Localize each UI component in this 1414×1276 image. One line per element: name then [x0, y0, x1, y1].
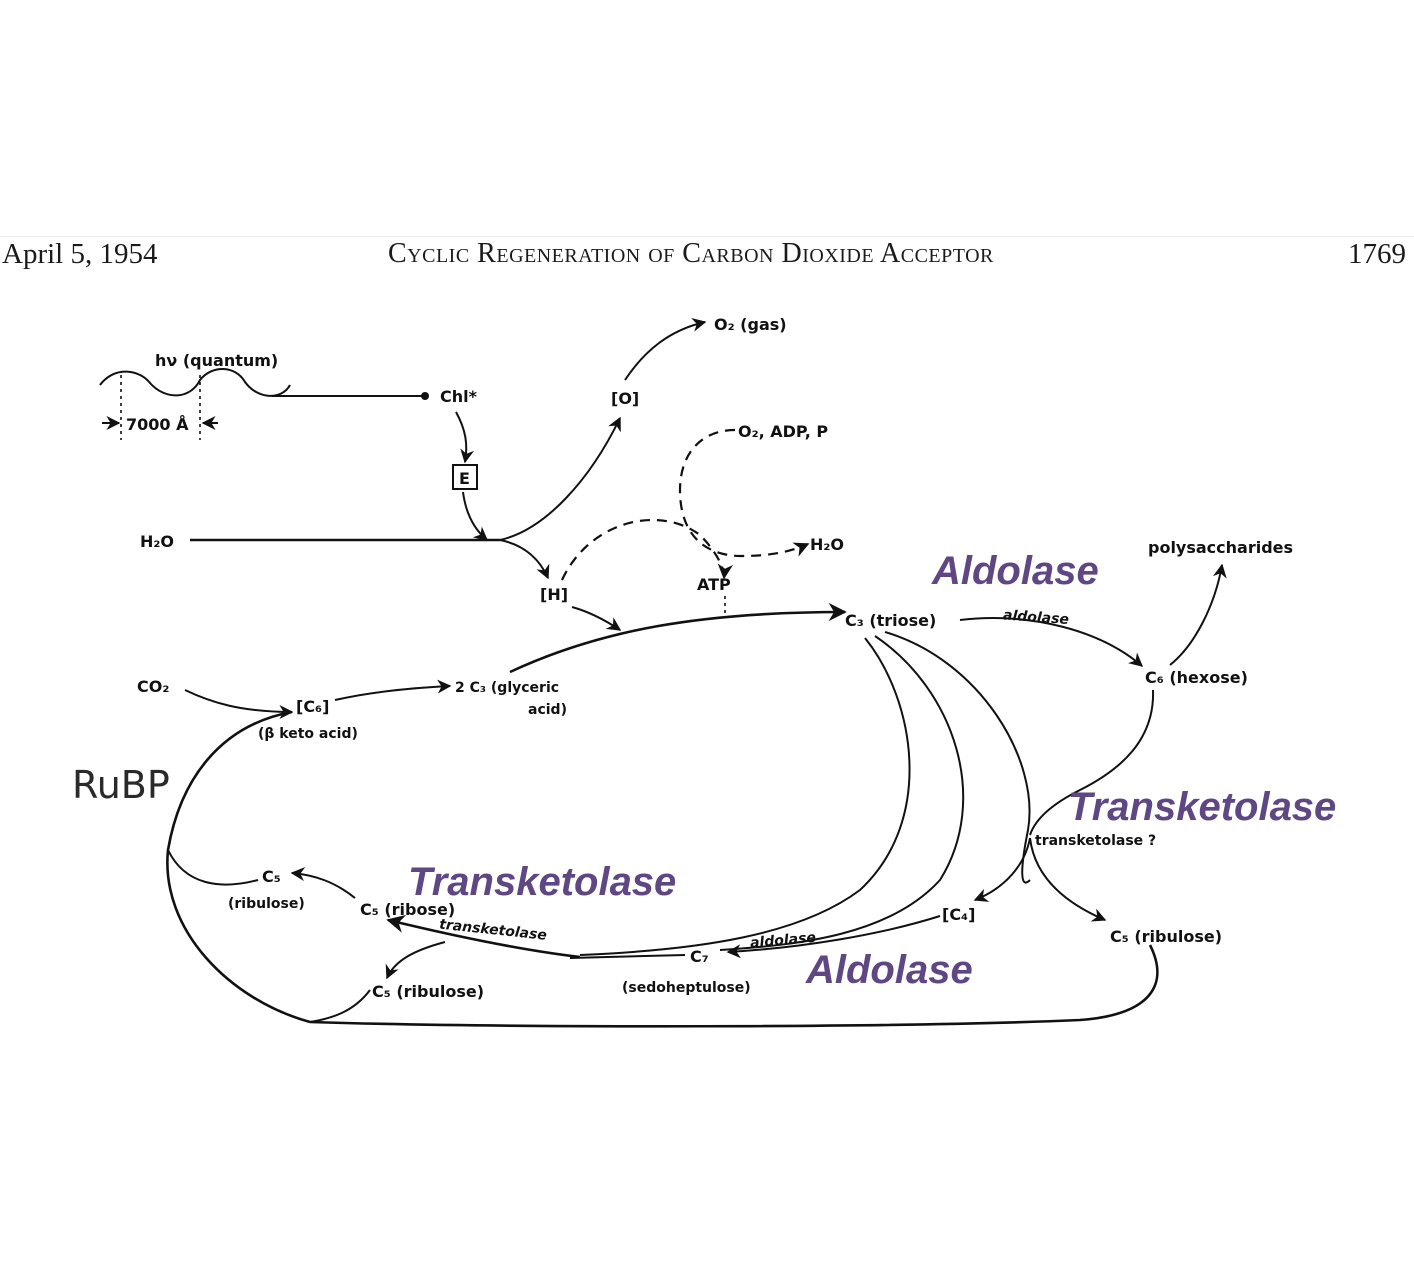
header-title: Cyclic Regeneration of Carbon Dioxide Ac…	[388, 238, 994, 269]
triose-curve-1	[579, 637, 911, 956]
c6-note-label: (β keto acid)	[258, 726, 358, 742]
c5-bottom-join-curve	[309, 989, 371, 1023]
glycerate-label-line1: 2 C₃ (glyceric	[455, 680, 559, 696]
c6-intermediate-label: [C₆]	[296, 697, 329, 716]
header-date: April 5, 1954	[2, 238, 158, 270]
hexose-label: C₆ (hexose)	[1145, 668, 1248, 687]
h-to-reduction-arrow	[571, 606, 622, 631]
c5-ribulose-left-note: (ribulose)	[228, 896, 305, 912]
enzyme-box	[452, 464, 478, 490]
h-to-atp-dashed	[561, 518, 734, 581]
c5-ribulose-right-label: C₅ (ribulose)	[1110, 927, 1222, 946]
header-page-number: 1769	[1348, 238, 1406, 270]
reduction-arc-arrow	[509, 602, 847, 674]
transketolase-bottom-label: transketolase	[438, 917, 547, 944]
glycerate-label-line2: acid)	[528, 702, 567, 718]
co2-label: CO₂	[137, 677, 169, 696]
quantum-label: hν (quantum)	[155, 351, 278, 370]
water-split-group: H₂O [O] O₂ (gas) [H] O₂, ADP, P H₂O ATP	[140, 315, 844, 631]
e-to-junction-arrow	[462, 491, 489, 541]
co2-to-c6-arrow	[184, 689, 294, 719]
enzyme-box-label: E	[459, 469, 470, 488]
c5-ribulose-left-label: C₅	[262, 867, 281, 886]
c7-to-branch-line	[569, 954, 686, 959]
oxygen-out-label: O₂ (gas)	[714, 315, 787, 334]
hexose-to-transketolase-curve	[1029, 689, 1155, 836]
atp-label: ATP	[697, 575, 731, 594]
water-in-label: H₂O	[140, 532, 174, 551]
annotation-rubp: RuBP	[72, 763, 170, 807]
transketolase-to-c4-arrow	[973, 837, 1031, 902]
c5-left-join-curve	[167, 849, 259, 886]
light-quantum-group: hν (quantum) 7000 Å Chl* E	[99, 351, 489, 541]
aldolase-top-label: aldolase	[1003, 607, 1070, 628]
water-out-label: H₂O	[810, 535, 844, 554]
o-to-o2-arrow	[624, 317, 707, 381]
chlorophyll-label: Chl*	[440, 387, 478, 406]
bottom-return-line	[309, 944, 1159, 1028]
branch-to-c5-ribulose-arrow	[385, 941, 446, 980]
phosphorylation-inputs-label: O₂, ADP, P	[738, 422, 828, 441]
triose-to-hexose-arrow	[959, 617, 1144, 667]
c7-note-label: (sedoheptulose)	[622, 980, 751, 996]
annotation-aldolase-2: Aldolase	[805, 948, 973, 992]
triose-curve-2	[719, 635, 965, 951]
regeneration-cycle-group: C₃ (triose) aldolase C₆ (hexose) polysac…	[166, 538, 1293, 1028]
wavelength-label: 7000 Å	[126, 415, 189, 434]
junction-to-h-arrow	[499, 539, 550, 580]
rubp-return-arc	[166, 710, 311, 1024]
annotation-transketolase-1: Transketolase	[1068, 785, 1336, 829]
ribose-to-ribulose-arrow	[290, 867, 356, 899]
annotation-transketolase-2: Transketolase	[408, 860, 676, 904]
oxygen-intermediate-label: [O]	[611, 389, 639, 408]
annotation-overlay-group: Aldolase Transketolase Transketolase Ald…	[72, 549, 1336, 992]
header-rule	[0, 236, 1414, 237]
junction-to-o-arrow	[499, 416, 621, 541]
chl-dot	[421, 392, 429, 400]
transketolase-question-label: transketolase ?	[1035, 833, 1156, 849]
transketolase-to-c5-arrow	[1029, 837, 1107, 922]
quantum-wave	[99, 368, 291, 397]
hexose-to-polysaccharides-arrow	[1169, 563, 1227, 666]
c7-label: C₇	[690, 947, 709, 966]
phosphorylation-input-dashed	[678, 428, 810, 558]
chl-to-e-arrow	[455, 411, 475, 464]
polysaccharides-label: polysaccharides	[1148, 538, 1293, 557]
c5-ribulose-bottom-label: C₅ (ribulose)	[372, 982, 484, 1001]
hydrogen-intermediate-label: [H]	[540, 585, 568, 604]
triose-curve-3	[884, 631, 1031, 884]
c5-ribose-label: C₅ (ribose)	[360, 900, 455, 919]
triose-label: C₃ (triose)	[845, 611, 936, 630]
c4-to-c7-arrow	[726, 915, 941, 959]
carboxylation-group: CO₂ [C₆] (β keto acid) 2 C₃ (glyceric ac…	[137, 602, 847, 742]
c4-label: [C₄]	[942, 905, 975, 924]
c6-to-glycerate-arrow	[334, 679, 452, 701]
aldolase-bottom-label: aldolase	[749, 930, 816, 952]
annotation-aldolase-1: Aldolase	[931, 549, 1099, 593]
branch-to-ribose-arrow	[386, 915, 581, 959]
